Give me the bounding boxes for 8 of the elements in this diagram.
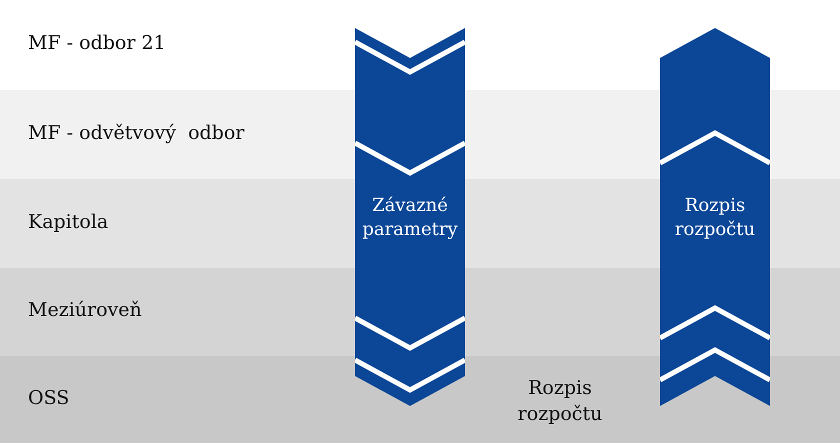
level-label: OSS [28, 386, 70, 408]
arrow-label: Rozpis rozpočtu [674, 194, 756, 242]
level-label: MF - odvětvový odbor [28, 122, 244, 144]
level-label: Meziúroveň [28, 299, 142, 321]
level-label: MF - odbor 21 [28, 32, 166, 54]
note-text: Rozpis rozpočtu [516, 376, 604, 427]
arrow-label: Závazné parametry [361, 194, 459, 242]
level-label: Kapitola [28, 210, 108, 232]
